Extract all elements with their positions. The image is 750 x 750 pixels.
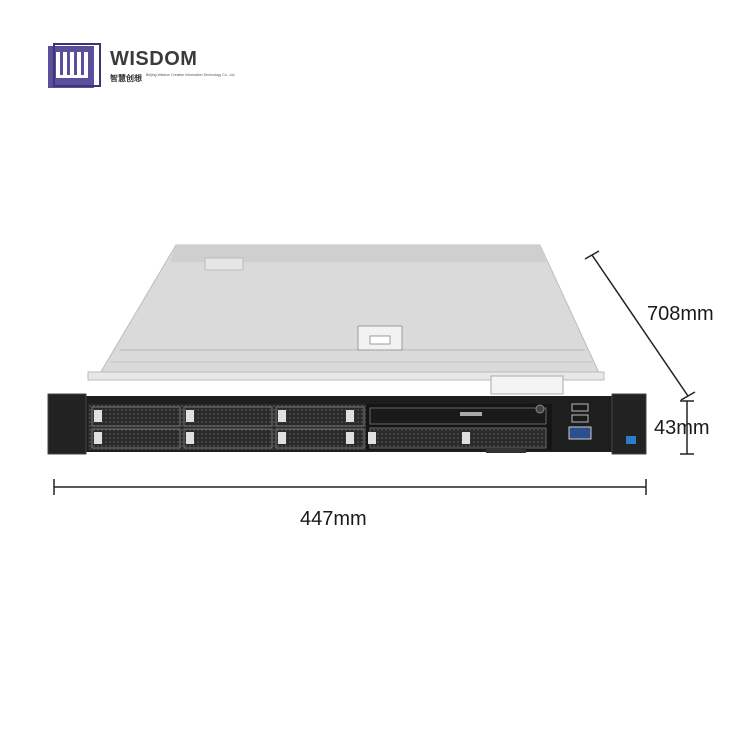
chassis-top-shade <box>170 245 548 262</box>
power-button-icon <box>535 404 545 414</box>
drive-area <box>88 404 366 450</box>
left-ear <box>47 393 87 455</box>
usb-port-icon <box>571 403 589 412</box>
height-dimension-line <box>680 400 694 455</box>
height-label: 43mm <box>654 417 710 439</box>
optical-drive <box>369 407 547 425</box>
right-ear <box>611 393 647 455</box>
depth-label: 708mm <box>647 303 714 325</box>
vga-port-icon <box>568 426 592 440</box>
drive-bays <box>91 406 365 449</box>
depth-dimension-line <box>584 250 696 401</box>
brand-logo: WISDOM 智慧创想 Beijing Wisdom Creative Info… <box>46 42 236 92</box>
front-rim <box>87 371 605 381</box>
chassis-label <box>204 257 244 271</box>
width-dimension-line <box>53 479 647 495</box>
brand-chinese-name: 智慧创想 <box>110 74 142 83</box>
wisdom-logo-icon <box>48 43 101 88</box>
width-label: 447mm <box>300 508 367 530</box>
brand-name: WISDOM <box>110 48 198 70</box>
chassis-top <box>98 244 601 376</box>
brand-tagline: Beijing Wisdom Creative Information Tech… <box>146 73 235 77</box>
